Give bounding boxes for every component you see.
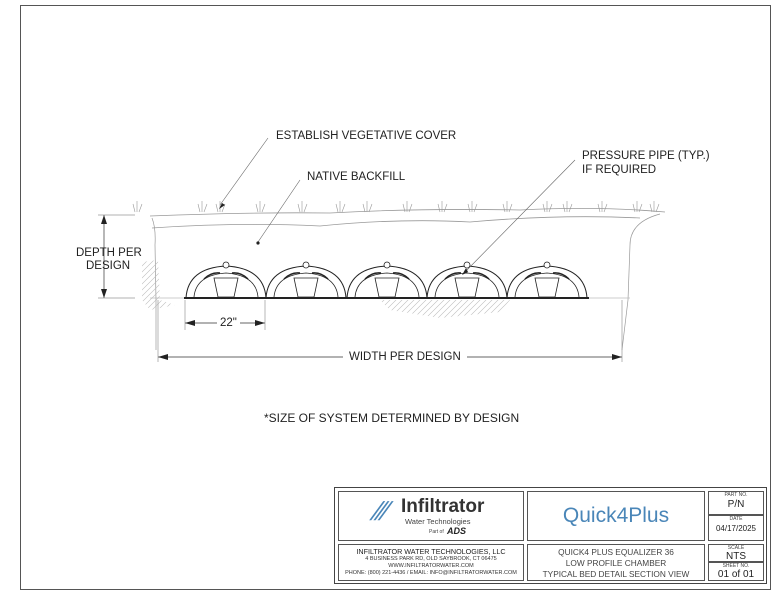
label-depth-2: DESIGN — [86, 260, 131, 272]
grass-tuft — [502, 201, 513, 213]
grass-tuft — [402, 201, 413, 213]
grass-tuft — [362, 201, 373, 213]
scale-cell: SCALE NTS — [708, 544, 764, 562]
product-logo: Quick4Plus — [527, 491, 705, 541]
part-no-cell: PART NO. P/N — [708, 491, 764, 515]
backfill-top — [151, 216, 641, 229]
logo-swoosh-icon: /// — [369, 496, 390, 526]
grass-tuft — [335, 201, 346, 213]
sheet-cell: SHEET NO. 01 of 01 — [708, 562, 764, 581]
grass-tuft — [467, 201, 478, 213]
label-native-backfill: NATIVE BACKFILL — [307, 171, 406, 183]
leader-lines — [219, 137, 576, 273]
grass-tuft — [542, 201, 553, 213]
chamber — [264, 261, 348, 299]
grass-tufts — [132, 201, 660, 213]
hatch-center — [380, 300, 510, 318]
company-info: INFILTRATOR WATER TECHNOLOGIES, LLC 4 BU… — [338, 544, 524, 581]
chambers — [184, 261, 589, 299]
arrow-head — [219, 203, 225, 209]
chamber — [184, 261, 268, 299]
drawing-title: QUICK4 PLUS EQUALIZER 36 LOW PROFILE CHA… — [527, 544, 705, 581]
backfill-dot — [256, 241, 260, 245]
grass-tuft — [297, 201, 308, 213]
excavation-right — [621, 213, 661, 351]
chamber — [425, 261, 509, 299]
ground-surface — [149, 208, 666, 217]
infiltrator-logo: /// Infiltrator Water Technologies Part … — [338, 491, 524, 541]
chamber — [345, 261, 429, 299]
grass-tuft — [632, 201, 643, 213]
label-width: WIDTH PER DESIGN — [343, 351, 467, 363]
chamber — [505, 261, 589, 299]
label-depth: DEPTH PER — [76, 247, 142, 259]
date-cell: DATE 04/17/2025 — [708, 515, 764, 541]
title-block: /// Infiltrator Water Technologies Part … — [334, 487, 767, 584]
grass-tuft — [132, 201, 143, 213]
arrow-head — [462, 268, 468, 275]
label-vegetative-cover: ESTABLISH VEGETATIVE COVER — [276, 130, 457, 142]
grass-tuft — [255, 201, 266, 213]
grass-tuft — [562, 201, 573, 213]
design-note: *SIZE OF SYSTEM DETERMINED BY DESIGN — [264, 411, 520, 425]
hatch-left — [142, 260, 175, 310]
grass-tuft — [437, 201, 448, 213]
grass-tuft — [649, 201, 660, 213]
grass-tuft — [197, 201, 208, 213]
label-spacing: 22" — [217, 317, 240, 329]
dimension-arrows — [101, 215, 622, 360]
drawing-frame — [20, 5, 771, 590]
excavation-left — [151, 217, 157, 350]
label-pressure-pipe-note: IF REQUIRED — [582, 164, 657, 176]
grass-tuft — [597, 201, 608, 213]
label-pressure-pipe: PRESSURE PIPE (TYP.) — [582, 150, 710, 162]
